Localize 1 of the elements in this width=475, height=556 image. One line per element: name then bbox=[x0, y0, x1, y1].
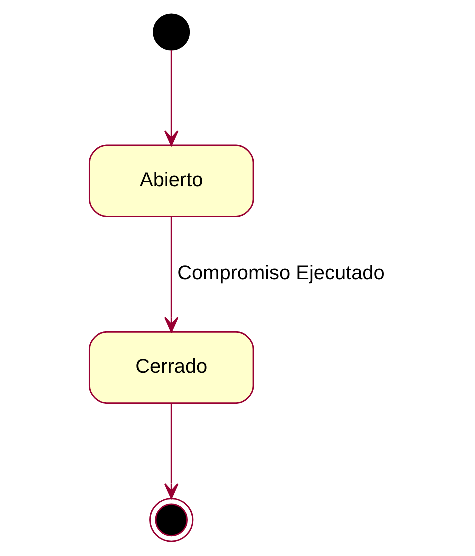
edge-label: Compromiso Ejecutado bbox=[178, 262, 385, 285]
